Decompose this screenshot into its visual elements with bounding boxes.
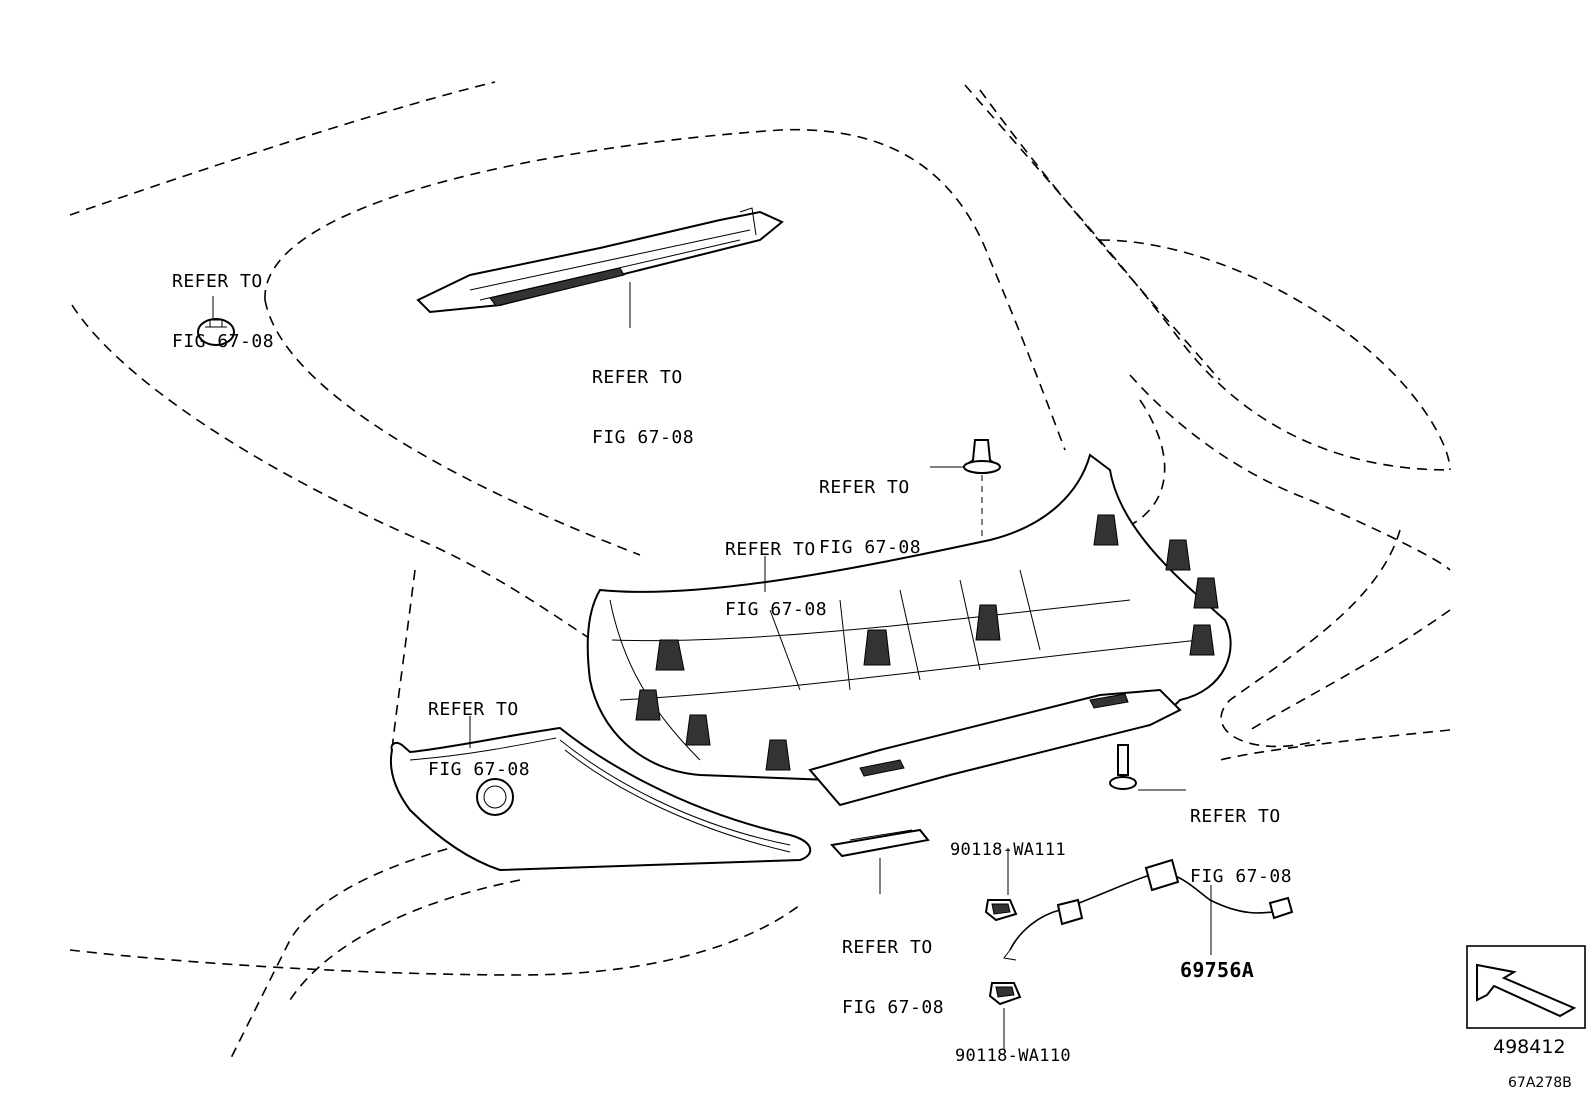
part-number-bulb-lower: 90118-WA110	[955, 1046, 1071, 1066]
refer-label-line1: REFER TO	[1190, 806, 1281, 827]
bulb-socket-lower	[988, 982, 1022, 1050]
refer-label-line2: FIG 67-08	[428, 759, 531, 780]
refer-label-line1: REFER TO	[842, 937, 933, 958]
push-clip	[962, 439, 1001, 620]
refer-label-garnish: REFER TO FIG 67-08	[428, 660, 530, 800]
refer-label-line1: REFER TO	[592, 367, 683, 388]
refer-label-screw: REFER TO FIG 67-08	[1190, 767, 1292, 907]
clip-top-left	[197, 318, 235, 346]
part-number-harness: 69756A	[1180, 958, 1255, 982]
direction-arrow-box	[1466, 945, 1586, 1029]
refer-label-line2: FIG 67-08	[819, 537, 922, 558]
body-outline	[69, 81, 1451, 1061]
side-garnish	[389, 726, 812, 872]
refer-label-line1: REFER TO	[172, 271, 263, 292]
bulb-socket-upper	[984, 848, 1018, 922]
refer-label-line2: FIG 67-08	[1190, 866, 1293, 887]
refer-label-line1: REFER TO	[428, 699, 519, 720]
refer-label-line1: REFER TO	[725, 539, 816, 560]
high-mount-stop-lamp	[416, 207, 784, 314]
refer-label-line2: FIG 67-08	[725, 599, 828, 620]
refer-label-push-clip: REFER TO FIG 67-08	[819, 438, 921, 578]
refer-label-line1: REFER TO	[819, 477, 910, 498]
refer-label-line2: FIG 67-08	[592, 427, 695, 448]
refer-label-line2: FIG 67-08	[172, 331, 275, 352]
figure-code: 67A278B	[1508, 1075, 1572, 1091]
room-lamp-lens	[830, 828, 930, 858]
refer-label-clip: REFER TO FIG 67-08	[172, 232, 274, 372]
refer-label-line2: FIG 67-08	[842, 997, 945, 1018]
refer-label-lamp-lens: REFER TO FIG 67-08	[842, 898, 944, 1038]
part-number-bulb-upper: 90118-WA111	[950, 840, 1066, 860]
back-door-trim-panel	[586, 453, 1232, 807]
wire-harness	[1003, 858, 1294, 961]
leader-lines	[212, 282, 1186, 894]
refer-label-stop-lamp: REFER TO FIG 67-08	[592, 328, 694, 468]
page-code: 498412	[1493, 1036, 1566, 1058]
screw	[1109, 744, 1137, 790]
refer-label-trim-panel: REFER TO FIG 67-08	[725, 500, 827, 640]
